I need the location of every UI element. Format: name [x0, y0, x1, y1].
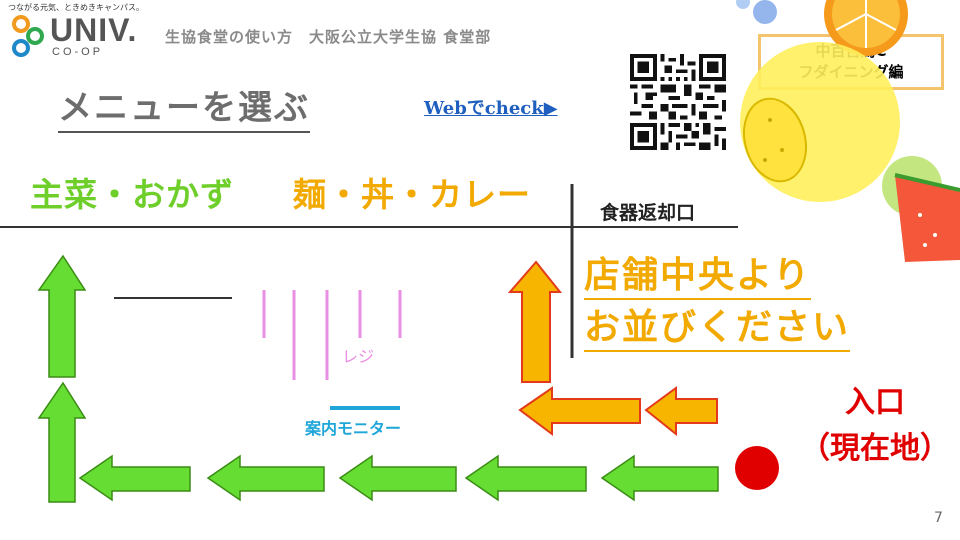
category-noodles-rice-curry: 麺・丼・カレー [293, 175, 531, 214]
left-arrow-icon [600, 454, 719, 502]
campus-label-box: 中百舌鳥C フダイニング編 [758, 34, 944, 90]
logo-subtitle: CO-OP [52, 46, 104, 58]
register-label: レジ [342, 347, 375, 366]
dish-return-label: 食器返却口 [600, 202, 696, 224]
register-lanes [262, 290, 402, 380]
category-main-dishes: 主菜・おかず [30, 175, 234, 214]
logo-tagline: つながる元気、ときめきキャンパス。 [8, 3, 144, 12]
queue-notice-line1: 店舗中央より [584, 246, 812, 300]
page-number: 7 [934, 510, 943, 526]
left-arrow-icon [518, 386, 641, 436]
header-title: 生協食堂の使い方 大阪公立大学生協 食堂部 [165, 28, 492, 46]
web-check-link[interactable]: Webでcheck▶ [424, 98, 558, 119]
left-arrow-icon [464, 454, 587, 502]
current-location-icon [735, 446, 779, 490]
up-arrow-icon [507, 260, 563, 383]
guide-monitor-label: 案内モニター [305, 419, 402, 438]
coop-logo-icon [12, 15, 44, 57]
left-arrow-icon [644, 386, 718, 437]
campus-label-line2: フダイニング編 [798, 63, 904, 81]
left-arrow-icon [78, 454, 191, 502]
entrance-line1: 入口 [845, 385, 905, 420]
entrance-label: 入口 （現在地） [800, 380, 950, 472]
left-arrow-icon [338, 454, 457, 502]
campus-label-line1: 中百舌鳥C [815, 42, 887, 60]
queue-notice-line2: お並びください [584, 298, 851, 352]
logo-wordmark: UNIV. [50, 12, 138, 48]
page-title: メニューを選ぶ [58, 80, 310, 133]
entrance-line2: （現在地） [800, 431, 950, 466]
guide-monitor-bar [330, 406, 400, 410]
qr-code-icon[interactable] [630, 54, 726, 150]
up-arrow-icon [37, 381, 87, 503]
left-arrow-icon [206, 454, 325, 502]
up-arrow-icon [37, 254, 87, 378]
